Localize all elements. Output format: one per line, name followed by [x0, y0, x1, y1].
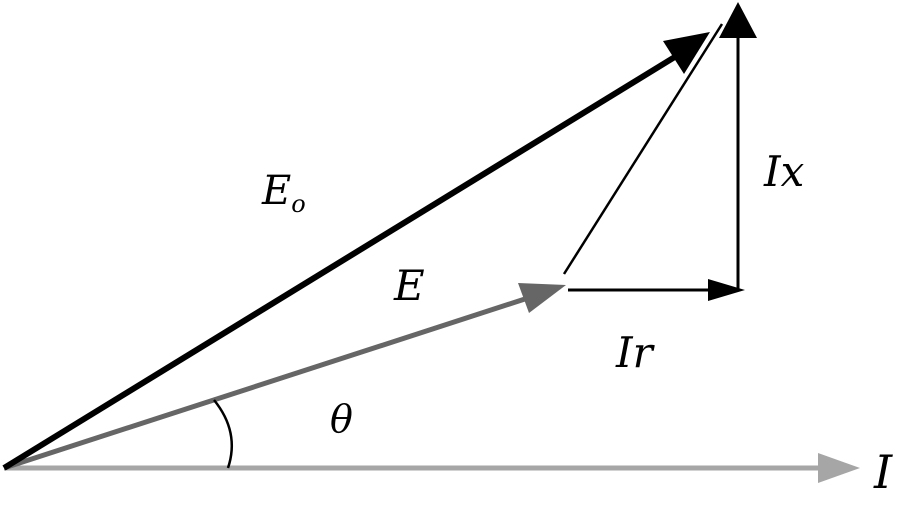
label-ix: Ix: [763, 147, 805, 196]
current-phasor-i: [4, 453, 860, 483]
label-eo-main: E: [261, 168, 291, 214]
emf-phasor-line: [2, 52, 680, 471]
emf-phasor-eo: [2, 32, 710, 471]
resistive-drop-ir: [568, 279, 745, 301]
label-i: I: [873, 445, 893, 499]
reactive-drop-ix: [719, 2, 757, 290]
label-ir: Ir: [615, 328, 656, 377]
terminal-voltage-phasor-e: [3, 283, 566, 471]
impedance-drop-line: [562, 23, 724, 275]
current-phasor-arrowhead: [818, 453, 860, 483]
terminal-voltage-arrowhead: [518, 283, 566, 313]
label-eo-subscript: o: [291, 190, 305, 218]
label-e: E: [393, 261, 425, 310]
reactive-drop-arrowhead: [719, 2, 757, 38]
emf-phasor-arrowhead: [663, 32, 710, 74]
resistive-drop-arrowhead: [708, 279, 745, 301]
terminal-voltage-line: [3, 295, 529, 471]
label-eo: Eo: [261, 168, 306, 218]
label-theta: θ: [330, 397, 353, 441]
theta-angle-arc: [213, 399, 234, 469]
